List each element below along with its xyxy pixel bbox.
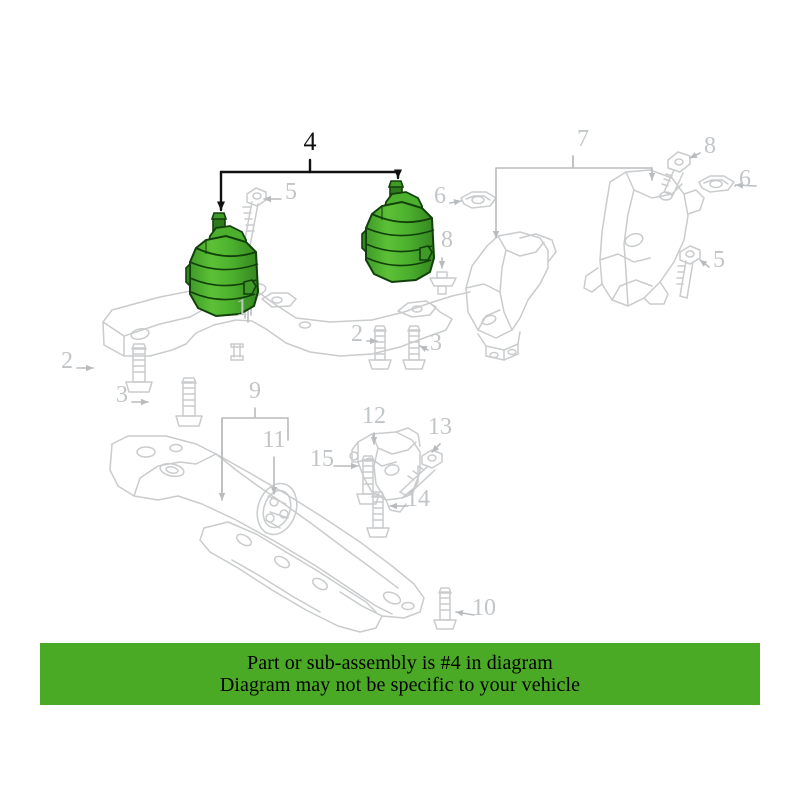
- fastener-bolt-8-center: [429, 271, 457, 295]
- leader-4-bracket: [217, 158, 402, 212]
- callout-number-7: 7: [577, 126, 589, 152]
- leader-13: [431, 443, 441, 453]
- banner-line-1: Part or sub-assembly is #4 in diagram: [247, 651, 553, 674]
- fastener-bolt-5-right: [676, 245, 701, 299]
- part-bracket-left-of-pair: [465, 231, 557, 361]
- callout-number-9: 9: [249, 378, 261, 404]
- fastener-bolt-3-center: [402, 325, 426, 370]
- callout-number-5: 5: [285, 179, 297, 205]
- leader-9-bracket: [221, 407, 289, 499]
- callout-number-6: 6: [434, 183, 446, 209]
- callout-number-4: 4: [304, 127, 317, 156]
- leader-5-right: [699, 259, 710, 268]
- callout-number-15: 15: [310, 446, 334, 472]
- fastener-bolt-10: [433, 587, 457, 630]
- callout-number-8: 8: [704, 133, 716, 159]
- leader-7-left: [496, 155, 653, 238]
- callout-number-5: 5: [713, 247, 725, 273]
- engine-mount-right-highlighted: [361, 180, 436, 284]
- fastener-bolt-14: [366, 491, 390, 538]
- fastener-nut-6-right: [698, 175, 735, 193]
- leader-6-center: [449, 199, 462, 206]
- callout-number-10: 10: [472, 595, 496, 621]
- callout-number-3: 3: [430, 330, 442, 356]
- fastener-bolt-3-left: [175, 377, 203, 427]
- callout-number-13: 13: [428, 414, 452, 440]
- leader-10: [455, 609, 475, 617]
- callout-number-1: 1: [236, 295, 248, 321]
- highlighted-part-group: [185, 180, 436, 318]
- callout-number-8: 8: [441, 227, 453, 253]
- callout-number-2: 2: [351, 321, 363, 347]
- banner-line-2: Diagram may not be specific to your vehi…: [219, 674, 581, 696]
- fastener-bolt-2-left: [125, 343, 153, 393]
- fastener-bolt-2-center: [368, 325, 392, 370]
- info-banner: Part or sub-assembly is #4 in diagram Di…: [40, 643, 760, 705]
- callout-number-2: 2: [61, 348, 73, 374]
- leader-8-right: [689, 152, 701, 159]
- callout-number-12: 12: [362, 403, 386, 429]
- part-bracket-right-of-pair: [583, 169, 705, 307]
- leader-lines-grey: [76, 152, 757, 617]
- callout-number-6: 6: [739, 166, 751, 192]
- part-engine-cradle-upper: [102, 282, 471, 361]
- fastener-nut-6-center: [460, 191, 497, 209]
- fastener-bolt-5-left: [242, 187, 267, 247]
- callout-number-3: 3: [116, 382, 128, 408]
- callout-number-14: 14: [406, 486, 430, 512]
- leader-3-center: [419, 345, 429, 352]
- callout-number-11: 11: [262, 427, 285, 453]
- fastener-bolt-8-right: [661, 151, 691, 196]
- fastener-bolt-13: [399, 449, 443, 497]
- engine-mount-left-highlighted: [185, 212, 260, 318]
- leader-6-right: [735, 182, 757, 189]
- part-lower-subframe: [109, 435, 425, 633]
- part-subframe-bushing: [256, 482, 298, 536]
